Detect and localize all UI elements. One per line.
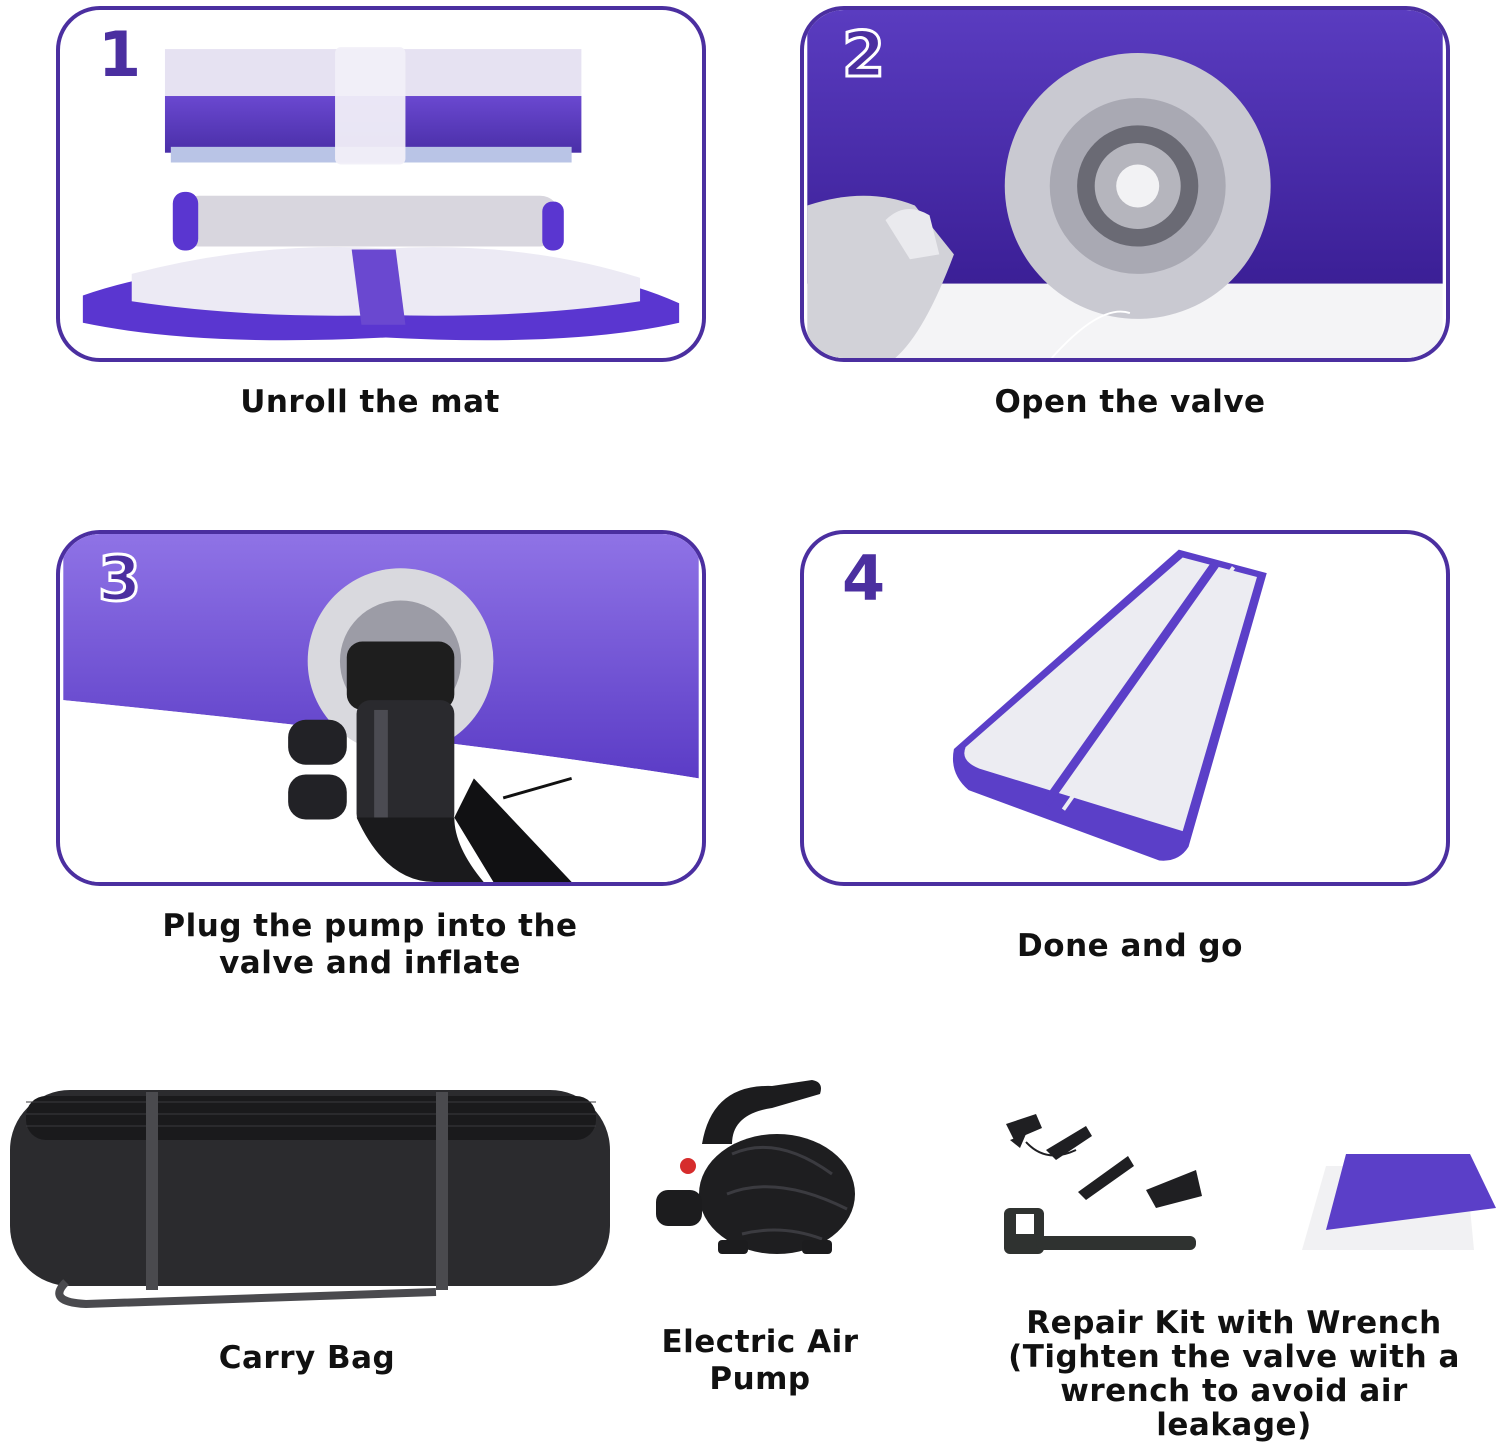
step-3-panel: 3 (56, 530, 706, 886)
step-1-caption: Unroll the mat (240, 384, 500, 420)
step-2-caption: Open the valve (994, 384, 1266, 420)
air-pump-icon (656, 1080, 855, 1254)
repair-kit-caption: Repair Kit with Wrench (Tighten the valv… (1008, 1305, 1460, 1443)
step-1-panel: 1 (56, 6, 706, 362)
step-4-panel: 4 (800, 530, 1450, 886)
pump-in-valve-icon (63, 534, 699, 882)
carry-bag-icon (10, 1090, 610, 1309)
step-number: 4 (842, 542, 885, 615)
repair-kit-icon (1004, 1114, 1496, 1254)
step-number: 1 (98, 18, 141, 91)
carry-bag-image (6, 1082, 614, 1312)
step-4-caption: Done and go (1017, 928, 1243, 964)
step-3-caption: Plug the pump into the valve and inflate (162, 908, 578, 981)
inflated-mat-icon (952, 549, 1267, 861)
step-number: 2 (840, 18, 886, 91)
step-number: 3 (96, 542, 142, 615)
valve-icon (807, 10, 1443, 358)
repair-kit-image (996, 1104, 1496, 1264)
carry-bag-caption: Carry Bag (218, 1340, 396, 1376)
air-pump-image (652, 1074, 857, 1256)
step-2-panel: 2 (800, 6, 1450, 362)
air-pump-caption: Electric Air Pump (661, 1324, 859, 1397)
rolled-mat-icon (82, 47, 680, 341)
